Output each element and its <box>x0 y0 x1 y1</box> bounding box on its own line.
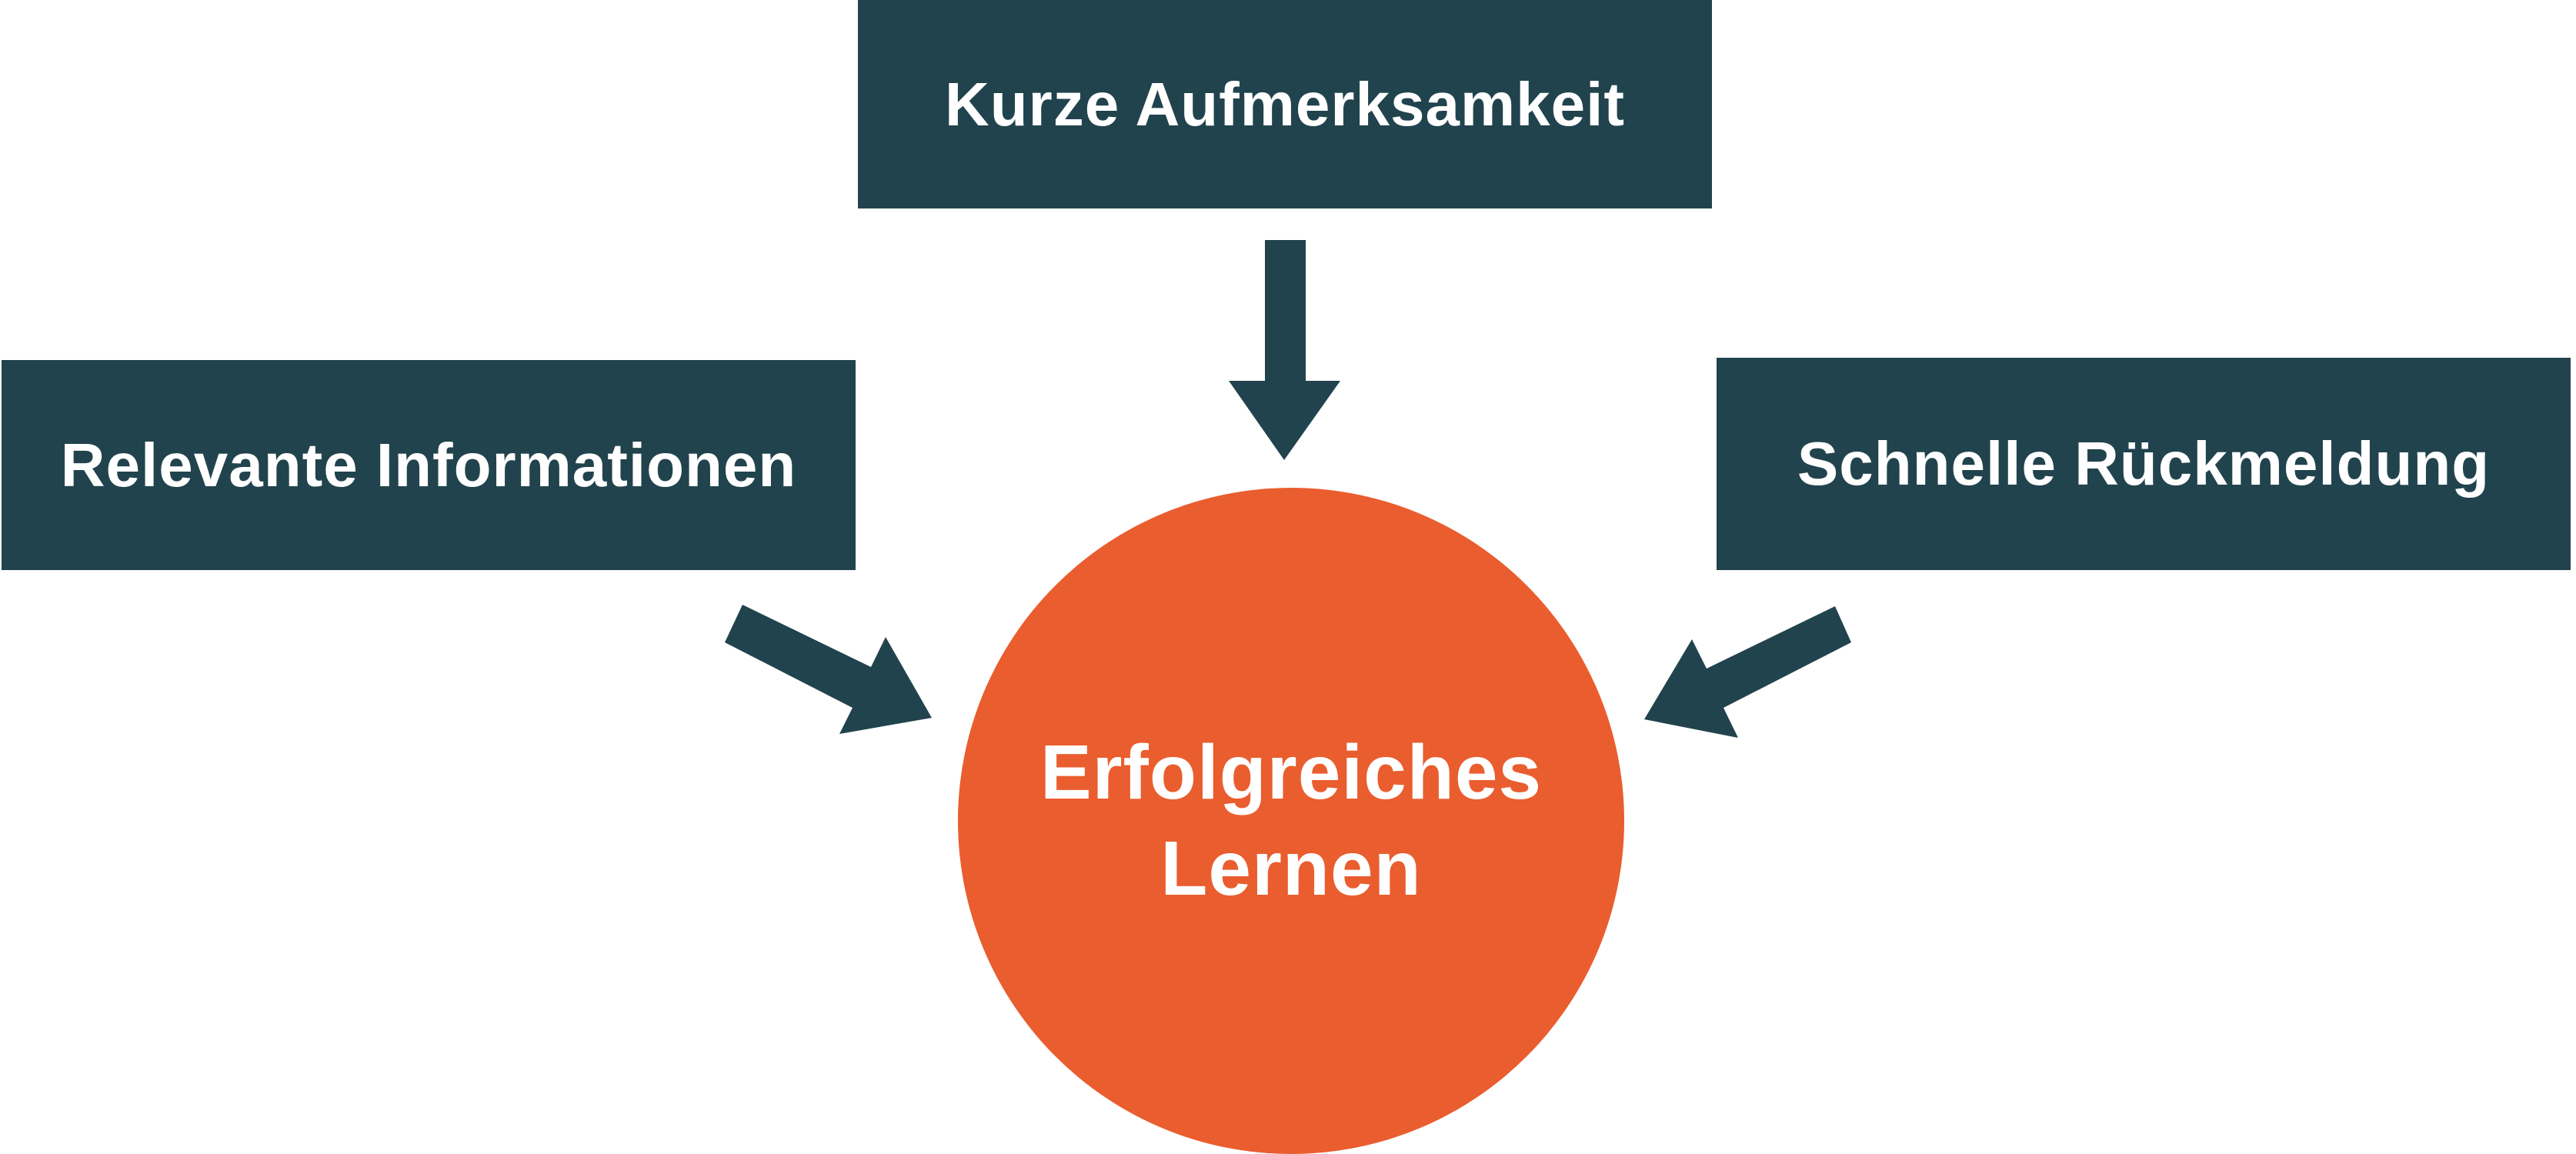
arrow-left-to-center-icon <box>725 605 932 734</box>
center-label-line1: Erfolgreiches <box>1039 729 1543 815</box>
top-box: Kurze Aufmerksamkeit <box>858 0 1712 208</box>
top-box-label: Kurze Aufmerksamkeit <box>944 69 1626 138</box>
left-box-label: Relevante Informationen <box>60 430 797 499</box>
center-label-line2: Lernen <box>1160 825 1422 912</box>
arrow-right-to-center-icon <box>1644 606 1851 738</box>
arrow-down-icon <box>1229 240 1340 460</box>
center-circle: Erfolgreiches Lernen <box>958 488 1624 1154</box>
right-box-label: Schnelle Rückmeldung <box>1797 429 2491 498</box>
left-box: Relevante Informationen <box>2 360 856 570</box>
right-box: Schnelle Rückmeldung <box>1717 358 2571 570</box>
